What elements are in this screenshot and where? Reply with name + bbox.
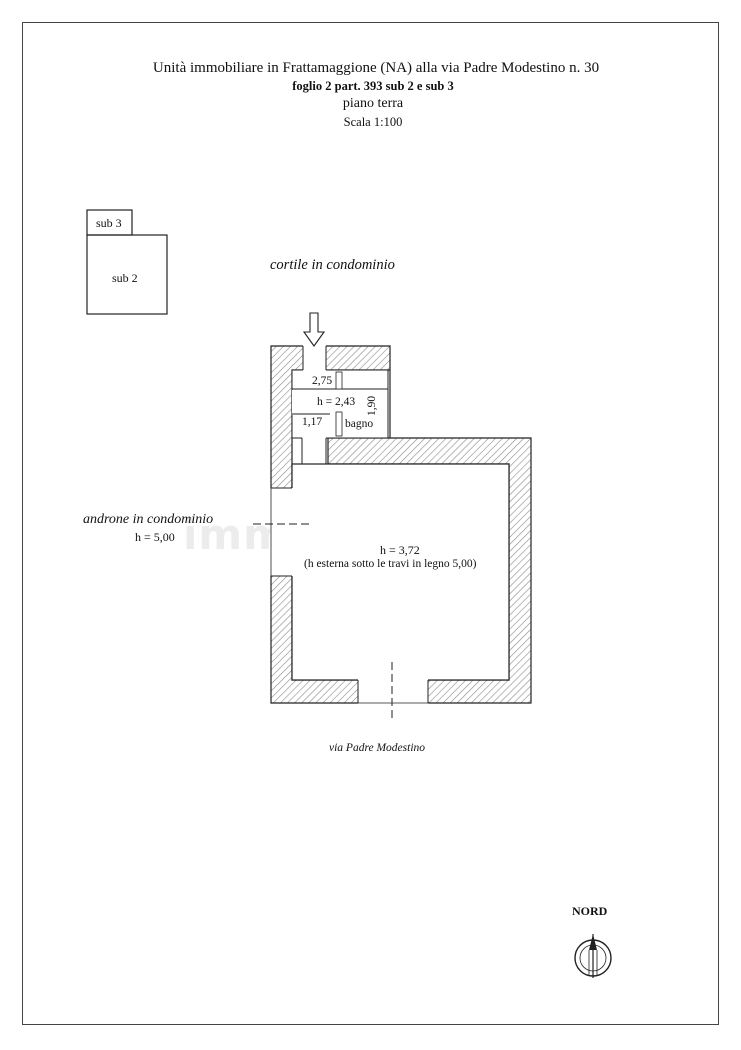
- annex-passage: [302, 436, 326, 466]
- main-room-note: (h esterna sotto le travi in legno 5,00): [304, 558, 477, 570]
- street-label: via Padre Modestino: [329, 742, 426, 754]
- key-plan: [86, 209, 168, 315]
- upper-width-dimension: 2,75: [312, 375, 333, 387]
- north-label: NORD: [572, 904, 608, 918]
- cadastral-reference: foglio 2 part. 393 sub 2 e sub 3: [292, 79, 454, 93]
- annex-door-jamb: [335, 371, 343, 390]
- drawing-frame: [22, 22, 719, 1025]
- atrium-label: androne in condominio: [83, 512, 214, 527]
- main-room: [291, 463, 510, 681]
- bath-width-dimension: 1,17: [302, 416, 323, 428]
- key-plan-sub3-label: sub 3: [96, 216, 122, 230]
- bath-label: bagno: [345, 418, 374, 430]
- key-plan-sub2-label: sub 2: [112, 271, 138, 285]
- courtyard-opening: [303, 344, 326, 371]
- main-room-height: h = 3,72: [380, 543, 420, 557]
- upper-depth-dimension: 1,90: [366, 395, 378, 416]
- entry-arrow-icon: [302, 312, 326, 347]
- north-arrow-icon: [574, 934, 612, 978]
- floor-label: piano terra: [342, 96, 404, 111]
- key-plan-sub2: [86, 234, 168, 315]
- upper-room-height: h = 2,43: [317, 396, 356, 408]
- street-opening: [358, 678, 428, 705]
- bath-door-jamb: [335, 411, 343, 437]
- courtyard-label: cortile in condominio: [270, 257, 395, 273]
- scale-label: Scala 1:100: [343, 115, 403, 129]
- drawing-title: Unità immobiliare in Frattamaggione (NA)…: [152, 60, 600, 76]
- walls: [270, 345, 532, 705]
- atrium-height: h = 5,00: [135, 530, 175, 544]
- atrium-opening: [270, 488, 294, 576]
